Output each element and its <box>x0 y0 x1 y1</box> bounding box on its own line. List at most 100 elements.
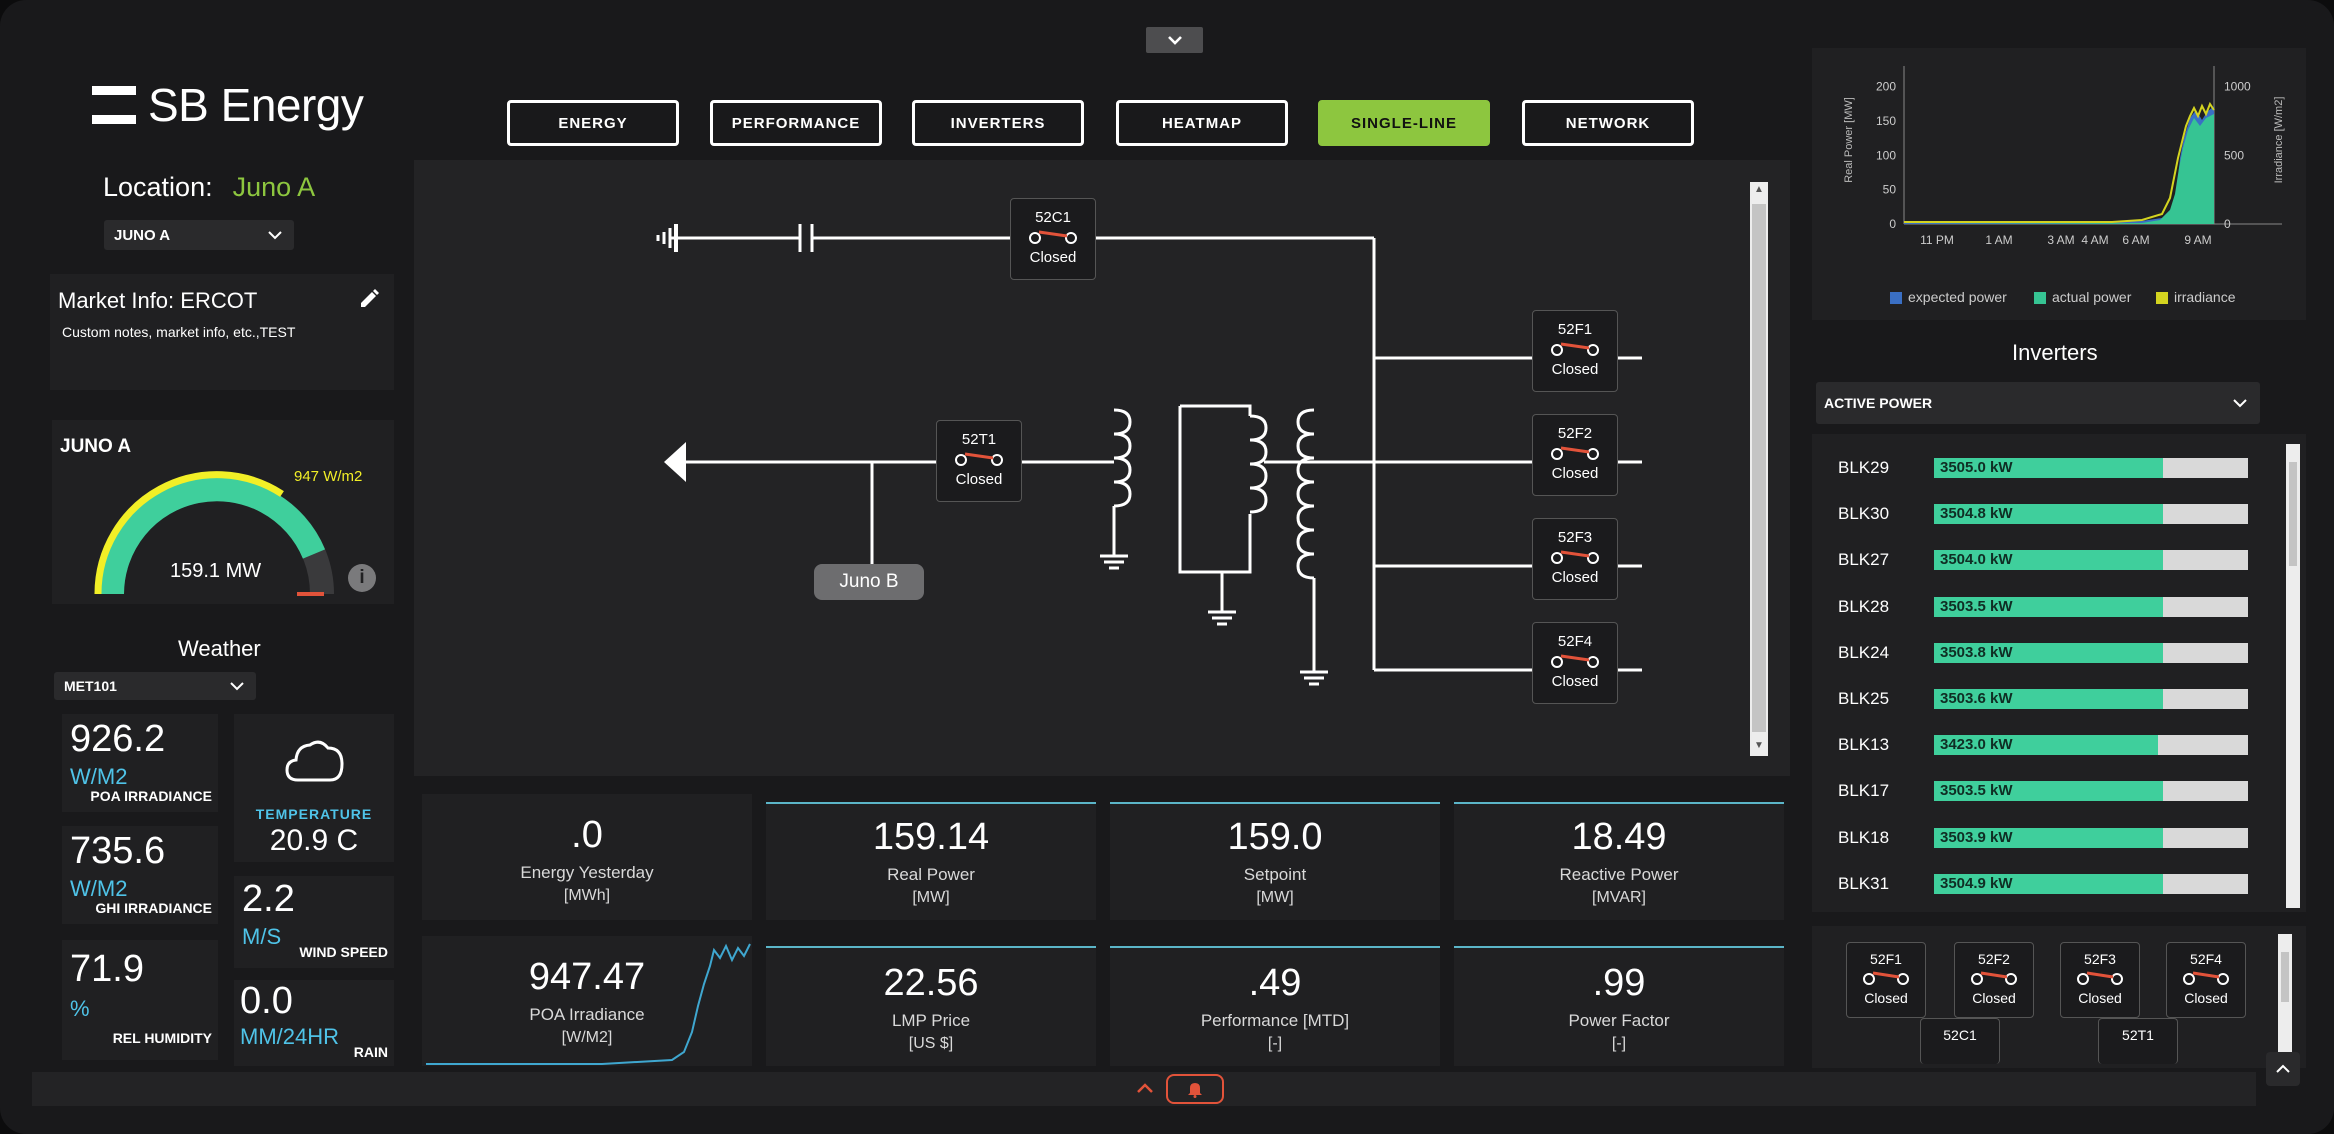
inverter-power-value: 3503.5 kW <box>1940 782 2013 800</box>
humidity-value: 71.9 <box>70 948 144 990</box>
wind-speed-tile: 2.2 M/S WIND SPEED <box>234 876 394 968</box>
tab-inverters[interactable]: INVERTERS <box>912 100 1084 146</box>
tab-energy[interactable]: ENERGY <box>507 100 679 146</box>
tab-single-line[interactable]: SINGLE-LINE <box>1318 100 1490 146</box>
tab-network[interactable]: NETWORK <box>1522 100 1694 146</box>
inverter-power-bar: 3503.8 kW <box>1934 642 2248 663</box>
juno-b-link[interactable]: Juno B <box>814 564 924 600</box>
chevron-up-icon[interactable] <box>1136 1082 1154 1094</box>
stat-reactive-power: 18.49 Reactive Power [MVAR] <box>1454 802 1784 920</box>
chevron-down-icon <box>2233 399 2247 408</box>
info-icon[interactable]: i <box>348 564 376 592</box>
x-tick-label: 3 AM <box>2047 233 2074 247</box>
inverter-scrollbar[interactable] <box>2286 444 2300 908</box>
logo-mark <box>92 86 136 124</box>
scroll-top-button[interactable] <box>2266 1052 2300 1086</box>
panel-breaker-52f1[interactable]: 52F1 Closed <box>1846 942 1926 1018</box>
breaker-52f3-state: Closed <box>1551 569 1599 586</box>
breaker-status-panel: 52F1 Closed 52F2 Closed 52F3 Closed 52F4… <box>1812 926 2306 1068</box>
stat-value: 18.49 <box>1571 816 1667 858</box>
ghi-unit: W/M2 <box>70 876 128 901</box>
inverter-power-bar: 3504.0 kW <box>1934 550 2248 571</box>
y-tick-label: 50 <box>1883 183 1897 197</box>
location-value: Juno A <box>232 172 316 202</box>
inverter-power-bar: 3503.6 kW <box>1934 689 2248 709</box>
inverter-power-bar: 3504.8 kW <box>1934 504 2248 525</box>
rain-tile: 0.0 MM/24HR RAIN <box>234 980 394 1066</box>
breaker-52f2[interactable]: 52F2 Closed <box>1532 414 1618 496</box>
breaker-panel-scrollbar[interactable] <box>2278 934 2292 1062</box>
bottom-bar <box>32 1072 2256 1106</box>
breaker-panel-scrollbar-thumb[interactable] <box>2281 952 2289 1002</box>
location-caption: Location: <box>103 172 213 202</box>
y2-tick-label: 500 <box>2224 148 2244 162</box>
breaker-switch-icon <box>2077 971 2123 985</box>
inverter-power-value: 3503.9 kW <box>1940 828 2013 846</box>
tab-heatmap[interactable]: HEATMAP <box>1116 100 1288 146</box>
x-tick-label: 6 AM <box>2122 233 2149 247</box>
collapse-toggle[interactable] <box>1146 27 1203 53</box>
inverter-row[interactable]: BLK17 3503.5 kW <box>1838 781 2248 802</box>
legend-irradiance: irradiance <box>2174 289 2236 305</box>
inverter-metric-select[interactable]: ACTIVE POWER <box>1816 382 2260 424</box>
edit-pencil-icon[interactable] <box>358 288 380 310</box>
panel-breaker-52c1[interactable]: 52C1 <box>1920 1018 2000 1064</box>
humidity-unit: % <box>70 996 90 1021</box>
inverter-name: BLK13 <box>1838 735 1890 755</box>
breaker-52f1[interactable]: 52F1 Closed <box>1532 310 1618 392</box>
rain-value: 0.0 <box>240 980 293 1022</box>
alarm-button[interactable] <box>1166 1074 1224 1104</box>
inverter-scrollbar-thumb[interactable] <box>2289 462 2297 566</box>
panel-breaker-52f4[interactable]: 52F4 Closed <box>2166 942 2246 1018</box>
tab-performance[interactable]: PERFORMANCE <box>710 100 882 146</box>
breaker-52t1[interactable]: 52T1 Closed <box>936 420 1022 502</box>
location-select-value: JUNO A <box>114 226 171 244</box>
breaker-52f1-id: 52F1 <box>1557 321 1593 338</box>
gauge-irradiance: 947 W/m2 <box>294 468 363 485</box>
panel-breaker-52f3[interactable]: 52F3 Closed <box>2060 942 2140 1018</box>
poa-sparkline <box>426 943 751 1065</box>
inverter-power-bar: 3504.9 kW <box>1934 873 2248 894</box>
diagram-scrollbar-thumb[interactable] <box>1752 204 1766 732</box>
stat-energy-yesterday: .0 Energy Yesterday [MWh] <box>422 794 752 920</box>
weather-station-select[interactable]: MET101 <box>54 672 256 700</box>
diagram-scrollbar[interactable]: ▲ ▼ <box>1750 182 1768 756</box>
weather-title: Weather <box>178 636 261 661</box>
irradiance-line <box>1904 101 2215 223</box>
rain-label: RAIN <box>353 1044 388 1060</box>
location-select[interactable]: JUNO A <box>104 220 294 250</box>
breaker-switch-icon <box>1551 654 1599 668</box>
inverter-name: BLK17 <box>1838 781 1890 801</box>
panel-breaker-52t1[interactable]: 52T1 <box>2098 1018 2178 1064</box>
breaker-switch-icon <box>2183 971 2229 985</box>
legend-expected: expected power <box>1908 289 2007 305</box>
breaker-switch-icon <box>1551 342 1599 356</box>
inverter-power-bar: 3503.5 kW <box>1934 781 2248 802</box>
inverter-power-fill <box>1934 504 2164 525</box>
poa-irradiance-tile: 926.2 W/M2 POA IRRADIANCE <box>62 714 218 812</box>
scroll-down-icon: ▼ <box>1754 740 1764 751</box>
chart-ylabel: Real Power [MW] <box>1843 97 1855 183</box>
panel-breaker-state: Closed <box>2078 990 2122 1006</box>
breaker-switch-icon <box>1551 446 1599 460</box>
chevron-down-icon <box>268 230 282 239</box>
stat-label: Real Power <box>887 865 975 884</box>
panel-breaker-52f2[interactable]: 52F2 Closed <box>1954 942 2034 1018</box>
breaker-52f4[interactable]: 52F4 Closed <box>1532 622 1618 704</box>
actual-power-area <box>1904 114 2214 224</box>
breaker-52f3[interactable]: 52F3 Closed <box>1532 518 1618 600</box>
stat-label: Power Factor <box>1568 1011 1670 1030</box>
inverter-power-fill <box>1934 735 2158 756</box>
breaker-52c1[interactable]: 52C1 Closed <box>1010 198 1096 280</box>
stat-lmp-price: 22.56 LMP Price [US $] <box>766 946 1096 1066</box>
